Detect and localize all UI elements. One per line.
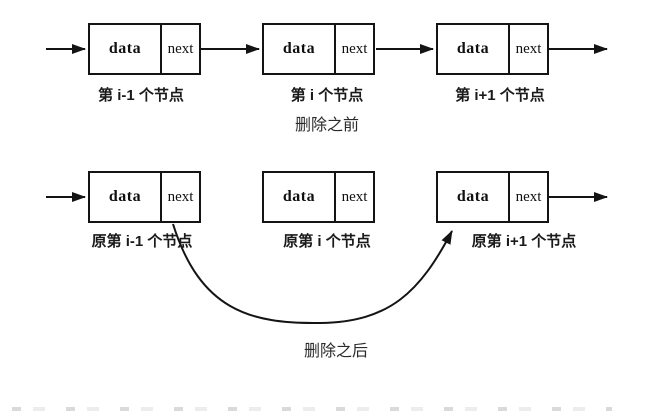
node-after-i-minus-1: data next bbox=[88, 171, 201, 223]
data-cell: data bbox=[108, 40, 142, 57]
node-before-i-plus-1: data next bbox=[436, 23, 549, 75]
data-cell: data bbox=[456, 40, 490, 57]
data-cell: data bbox=[456, 188, 490, 205]
node-before-i-minus-1: data next bbox=[88, 23, 201, 75]
next-cell: next bbox=[508, 173, 547, 221]
data-cell: data bbox=[282, 188, 316, 205]
label-after-i-plus-1: 原第 i+1 个节点 bbox=[471, 233, 577, 250]
scan-artifact bbox=[12, 407, 612, 411]
label-after-i-minus-1: 原第 i-1 个节点 bbox=[91, 233, 193, 250]
next-cell: next bbox=[160, 25, 199, 73]
label-before-i: 第 i 个节点 bbox=[290, 87, 364, 104]
next-cell: next bbox=[508, 25, 547, 73]
node-after-i-deleted: data next bbox=[262, 171, 375, 223]
data-cell: data bbox=[282, 40, 316, 57]
next-cell: next bbox=[334, 173, 373, 221]
next-cell: next bbox=[160, 173, 199, 221]
node-after-i-plus-1: data next bbox=[436, 171, 549, 223]
caption-after-deletion: 删除之后 bbox=[303, 343, 369, 360]
caption-before-deletion: 删除之前 bbox=[294, 117, 360, 134]
node-before-i: data next bbox=[262, 23, 375, 75]
label-before-i-minus-1: 第 i-1 个节点 bbox=[98, 87, 184, 104]
label-after-i: 原第 i 个节点 bbox=[283, 233, 371, 250]
next-cell: next bbox=[334, 25, 373, 73]
label-before-i-plus-1: 第 i+1 个节点 bbox=[455, 87, 545, 104]
data-cell: data bbox=[108, 188, 142, 205]
